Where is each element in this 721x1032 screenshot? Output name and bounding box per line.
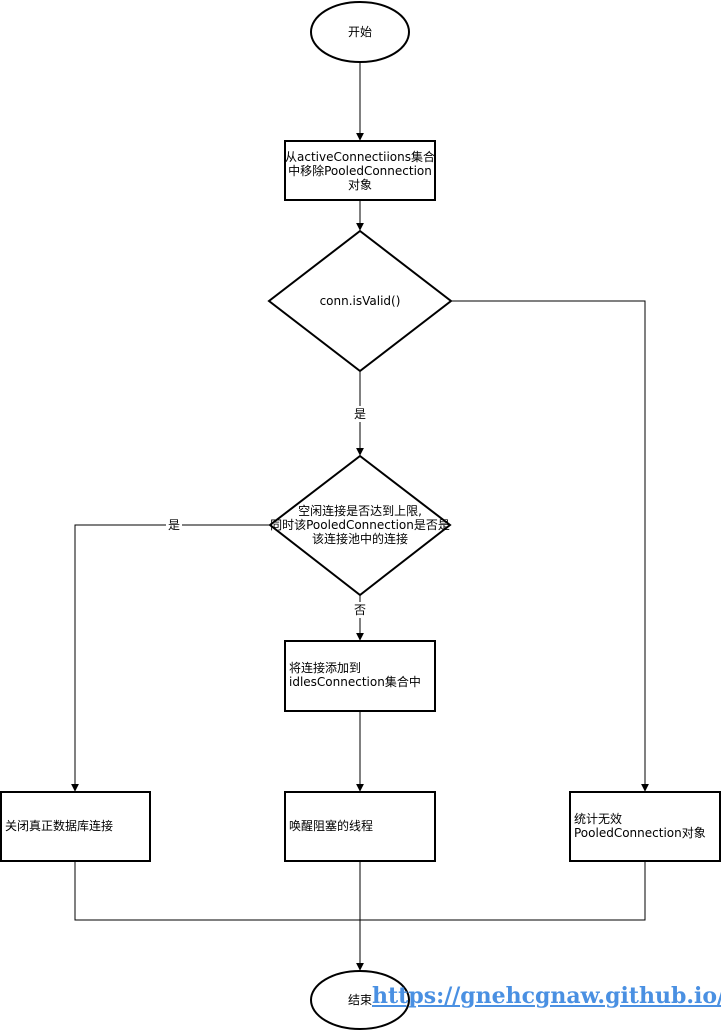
start-label: 开始 bbox=[348, 25, 372, 39]
limit-decision-node bbox=[268, 454, 452, 597]
end-node bbox=[310, 970, 410, 1030]
edge-label-limit-yes: 是 bbox=[168, 518, 180, 532]
limit-label-line-3: 该连接池中的连接 bbox=[312, 531, 408, 546]
start-node bbox=[310, 1, 410, 63]
close-process-node bbox=[0, 791, 151, 862]
edge-label-bg-valid-yes bbox=[352, 406, 368, 422]
count-label-line-1: 统计无效 bbox=[574, 811, 622, 826]
end-label: 结束 bbox=[348, 993, 372, 1007]
edge-valid-no-to-count bbox=[451, 300, 649, 792]
add-idle-label-line-1: 将连接添加到 bbox=[289, 660, 361, 675]
remove-process-node bbox=[284, 140, 436, 201]
count-process-node bbox=[569, 791, 721, 862]
edge-label-limit-no: 否 bbox=[354, 603, 366, 617]
remove-label-line-1: 从activeConnectiions集合 bbox=[285, 149, 435, 164]
edge-label-bg-limit-no bbox=[352, 602, 368, 618]
valid-label: conn.isValid() bbox=[320, 294, 401, 308]
limit-label-line-2: 同时该PooledConnection是否是 bbox=[270, 518, 450, 532]
remove-label-line-3: 对象 bbox=[348, 178, 372, 192]
wake-process-node bbox=[284, 791, 436, 862]
remove-label-line-2: 中移除PooledConnection bbox=[288, 163, 432, 178]
add-idle-process-node bbox=[284, 640, 436, 712]
add-idle-label-line-2: idlesConnection集合中 bbox=[289, 674, 421, 689]
watermark-link[interactable]: https://gnehcgnaw.github.io/ bbox=[372, 983, 721, 1009]
limit-label-line-1: 空闲连接是否达到上限, bbox=[298, 503, 422, 518]
wake-label: 唤醒阻塞的线程 bbox=[289, 818, 373, 833]
close-label: 关闭真正数据库连接 bbox=[5, 818, 113, 833]
edge-label-bg-limit-yes bbox=[166, 517, 182, 533]
valid-decision-node bbox=[267, 229, 453, 373]
count-label-line-2: PooledConnection对象 bbox=[574, 826, 706, 840]
edge-limit-yes-to-close bbox=[71, 524, 270, 792]
edge-label-valid-yes: 是 bbox=[354, 407, 366, 421]
